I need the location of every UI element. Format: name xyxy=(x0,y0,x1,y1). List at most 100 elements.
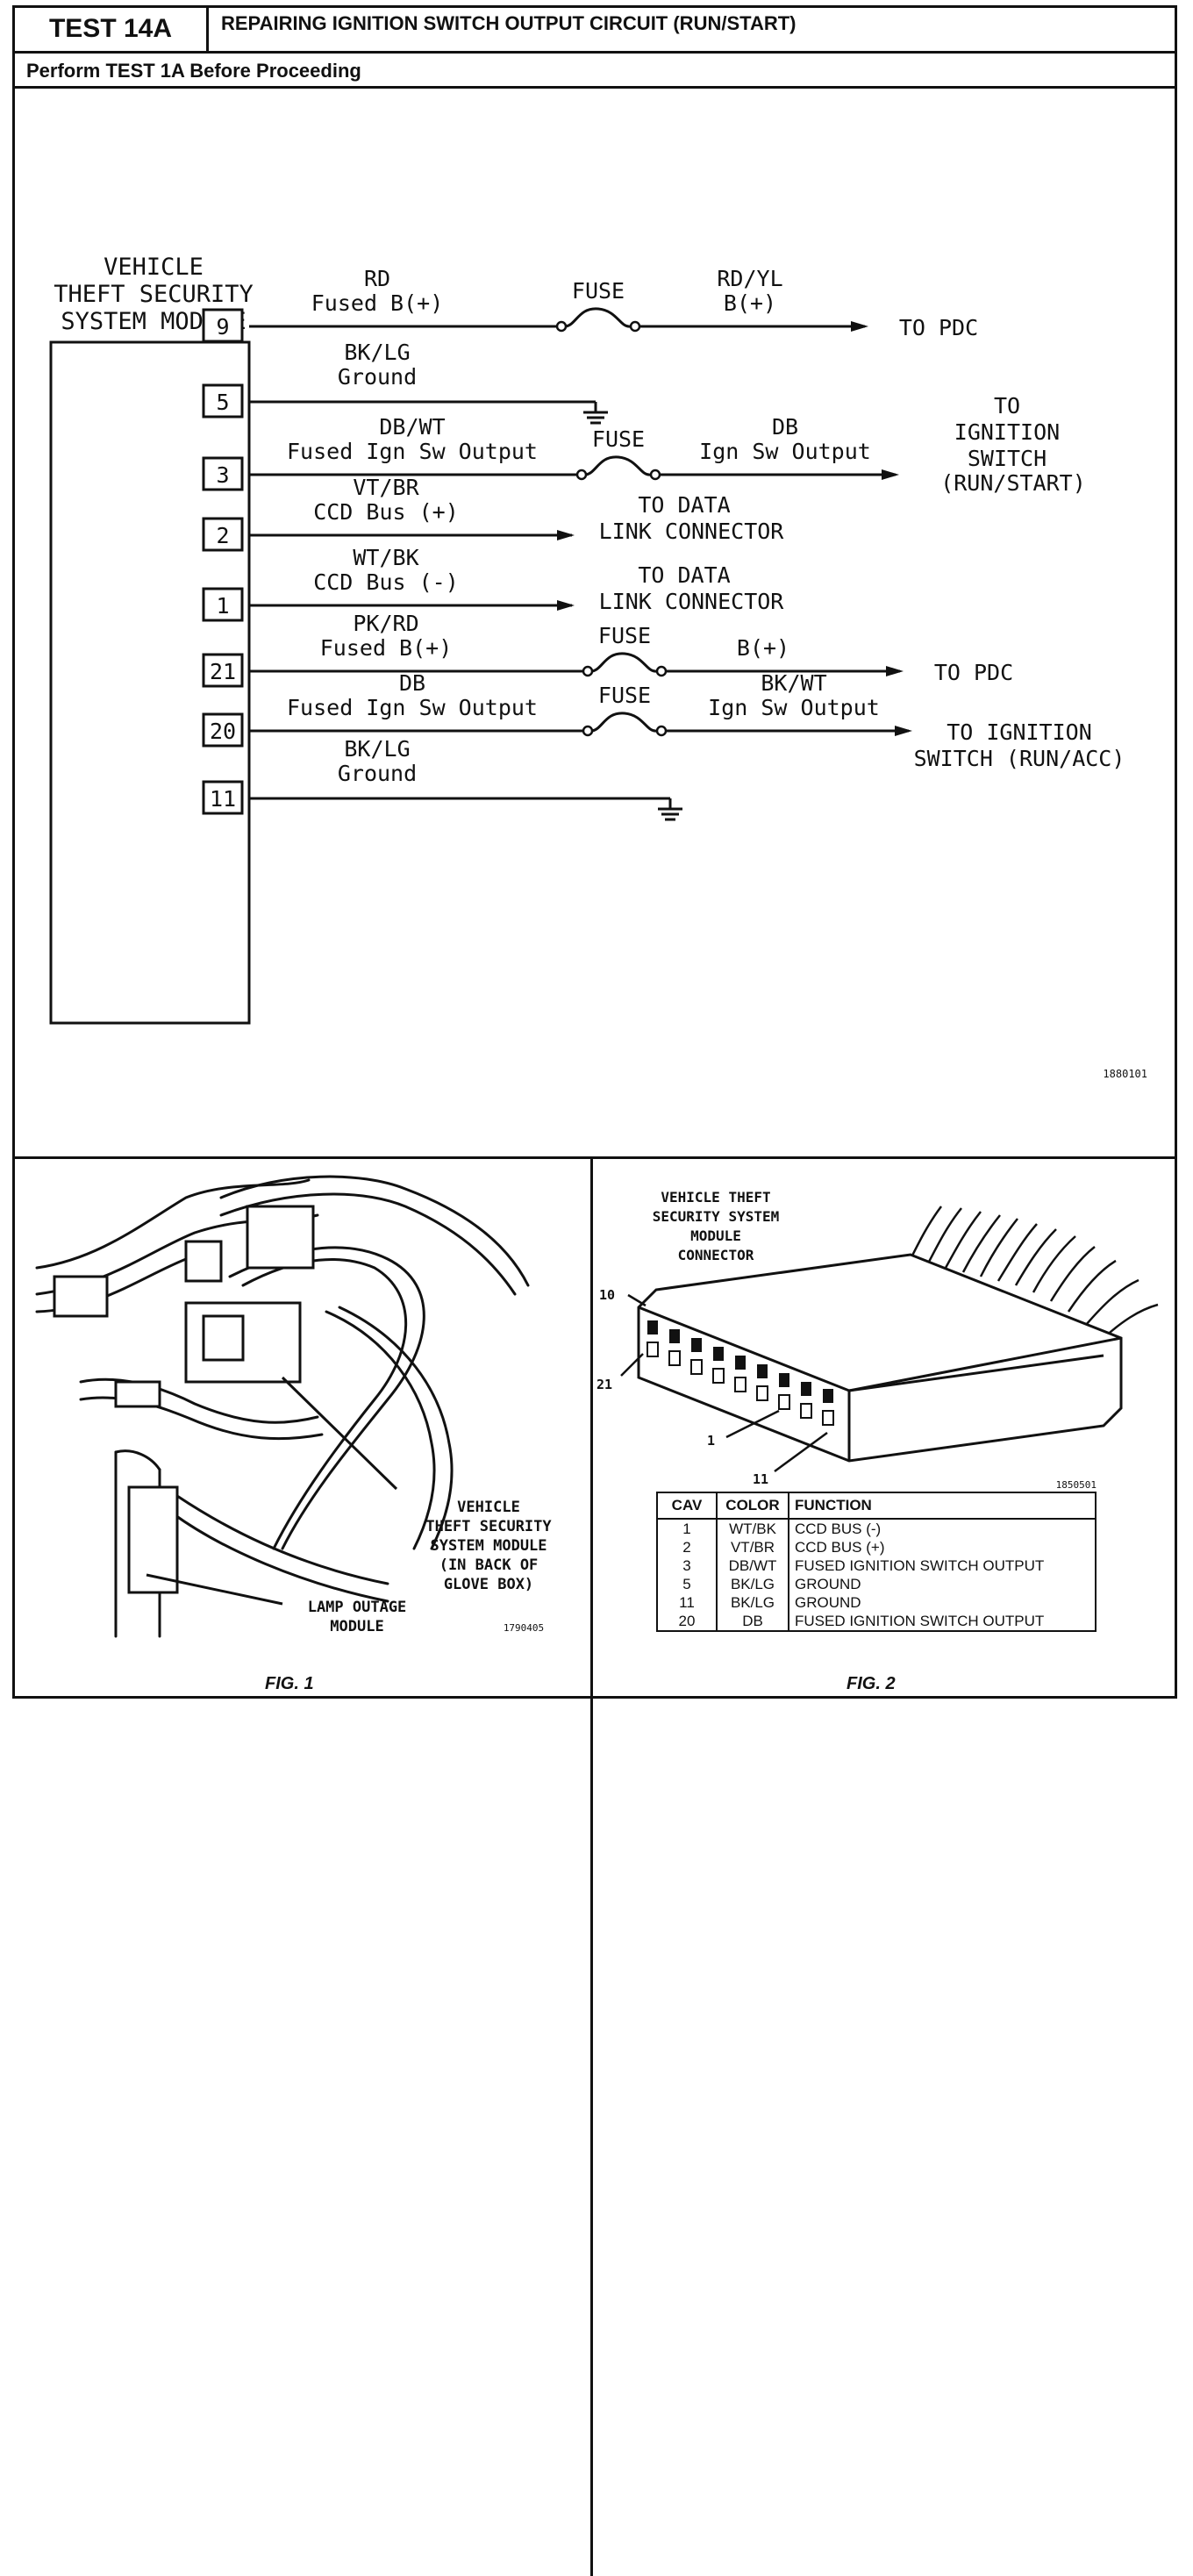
wire-color-label: DB/WT xyxy=(379,414,445,440)
pin-number: 2 xyxy=(216,523,229,548)
color-cell: DB/WT xyxy=(716,1556,789,1575)
page-subtitle: Perform TEST 1A Before Proceeding xyxy=(26,60,361,82)
wire-function-label: Fused B(+) xyxy=(320,635,453,661)
fig2-connector-label: MODULE xyxy=(690,1227,741,1244)
fuse-terminal xyxy=(555,320,568,333)
function-cell: FUSED IGNITION SWITCH OUTPUT xyxy=(788,1556,1097,1575)
fuse-terminal xyxy=(575,469,588,481)
pin-box xyxy=(202,456,244,491)
cavity-row-top xyxy=(647,1320,833,1403)
fuse-symbol xyxy=(591,652,658,673)
fuse-terminal xyxy=(582,665,594,677)
header-divider xyxy=(206,5,209,53)
cav-cell: 5 xyxy=(656,1575,718,1593)
wire-bundle xyxy=(909,1206,1159,1339)
fig2-connector-label: SECURITY SYSTEM xyxy=(653,1208,780,1225)
pin-box xyxy=(202,780,244,815)
lamp-outage-module-body xyxy=(127,1485,179,1594)
fig2-illustration: VEHICLE THEFT SECURITY SYSTEM MODULE CON… xyxy=(596,1189,1159,1491)
wire-function-label: CCD Bus (+) xyxy=(313,499,459,525)
figure-code: 1880101 xyxy=(1103,1068,1147,1080)
wire-color-label: WT/BK xyxy=(353,545,418,570)
fuse-label: FUSE xyxy=(598,683,651,708)
fuse-label: FUSE xyxy=(592,426,645,452)
module-label-line: VEHICLE xyxy=(104,254,204,281)
pin-number: 20 xyxy=(210,719,236,744)
fig2-caption: FIG. 2 xyxy=(847,1674,896,1693)
fig2-connector-label: VEHICLE THEFT xyxy=(661,1189,770,1206)
pin-number: 1 xyxy=(216,593,229,619)
fuse-symbol xyxy=(591,712,658,733)
destination-label: TO PDC xyxy=(934,660,1013,685)
harness-connector xyxy=(53,1275,109,1318)
arrow-head xyxy=(851,321,868,332)
arrow-head xyxy=(557,530,575,540)
pin-box xyxy=(202,587,244,622)
fuse-terminal xyxy=(582,725,594,737)
output-function-label: Ign Sw Output xyxy=(699,439,871,464)
destination-label: LINK CONNECTOR xyxy=(599,519,785,544)
page-frame xyxy=(12,5,1177,1699)
fuse-symbol xyxy=(585,455,652,476)
wire-color-label: VT/BR xyxy=(353,475,419,500)
destination-label: TO DATA xyxy=(638,562,730,588)
output-color-label: DB xyxy=(772,414,798,440)
destination-label: TO DATA xyxy=(638,492,730,518)
fig2-code: 1850501 xyxy=(1056,1479,1097,1491)
fuse-terminal xyxy=(655,725,668,737)
module-bodies xyxy=(53,1205,315,1594)
arrow-head xyxy=(886,666,904,676)
relay-block xyxy=(246,1205,315,1270)
output-color-label: RD/YL xyxy=(717,266,782,291)
pin-box xyxy=(202,383,244,419)
cav-cell: 1 xyxy=(656,1519,718,1538)
wire-color-label: BK/LG xyxy=(344,736,410,762)
arrow-head xyxy=(882,469,899,480)
fuse-terminal xyxy=(649,469,661,481)
color-cell: DB xyxy=(716,1612,789,1632)
pin-callout: 21 xyxy=(596,1377,612,1392)
fig1-lamp-label: MODULE xyxy=(330,1618,383,1635)
pin-number: 11 xyxy=(210,786,236,812)
destination-label: TO IGNITION xyxy=(947,719,1092,745)
destination-label: LINK CONNECTOR xyxy=(599,589,785,614)
output-function-label: B(+) xyxy=(737,635,789,661)
wire-color-label: PK/RD xyxy=(353,611,418,636)
pin-callout: 11 xyxy=(753,1471,768,1487)
pin-callout: 1 xyxy=(707,1433,715,1449)
section-rule xyxy=(12,1156,1177,1159)
wire-color-label: BK/LG xyxy=(344,340,410,365)
fig1-caption: FIG. 1 xyxy=(265,1674,314,1693)
color-cell: WT/BK xyxy=(716,1519,789,1538)
pin-number: 9 xyxy=(216,314,229,340)
fig1-illustration: VEHICLE THEFT SECURITY SYSTEM MODULE (IN… xyxy=(35,1175,552,1638)
header-color: COLOR xyxy=(716,1492,789,1520)
wire-function-label: Fused Ign Sw Output xyxy=(287,439,538,464)
page-title: REPAIRING IGNITION SWITCH OUTPUT CIRCUIT… xyxy=(221,12,797,34)
fig1-module-label: (IN BACK OF xyxy=(439,1556,539,1574)
fig1-module-label: GLOVE BOX) xyxy=(444,1576,533,1593)
destination-label: IGNITION xyxy=(954,419,1060,445)
cav-cell: 11 xyxy=(656,1593,718,1612)
pin-box xyxy=(202,517,244,552)
cav-cell: 3 xyxy=(656,1556,718,1575)
color-cell: BK/LG xyxy=(716,1575,789,1593)
function-cell: GROUND xyxy=(788,1575,1097,1593)
pin-number: 5 xyxy=(216,390,229,415)
module-bracket xyxy=(202,1314,245,1362)
function-cell: GROUND xyxy=(788,1593,1097,1612)
cavity-table-header: CAV COLOR FUNCTION xyxy=(656,1492,1097,1520)
destination-label: (RUN/START) xyxy=(940,470,1086,496)
fig1-lamp-label: LAMP OUTAGE xyxy=(308,1599,407,1616)
pin-number: 3 xyxy=(216,462,229,488)
function-cell: CCD BUS (+) xyxy=(788,1538,1097,1556)
pin-box xyxy=(202,308,244,343)
pin-box xyxy=(202,653,244,688)
header-cav: CAV xyxy=(656,1492,718,1520)
header-function: FUNCTION xyxy=(788,1492,1097,1520)
module-label-line: THEFT SECURITY xyxy=(54,281,254,308)
